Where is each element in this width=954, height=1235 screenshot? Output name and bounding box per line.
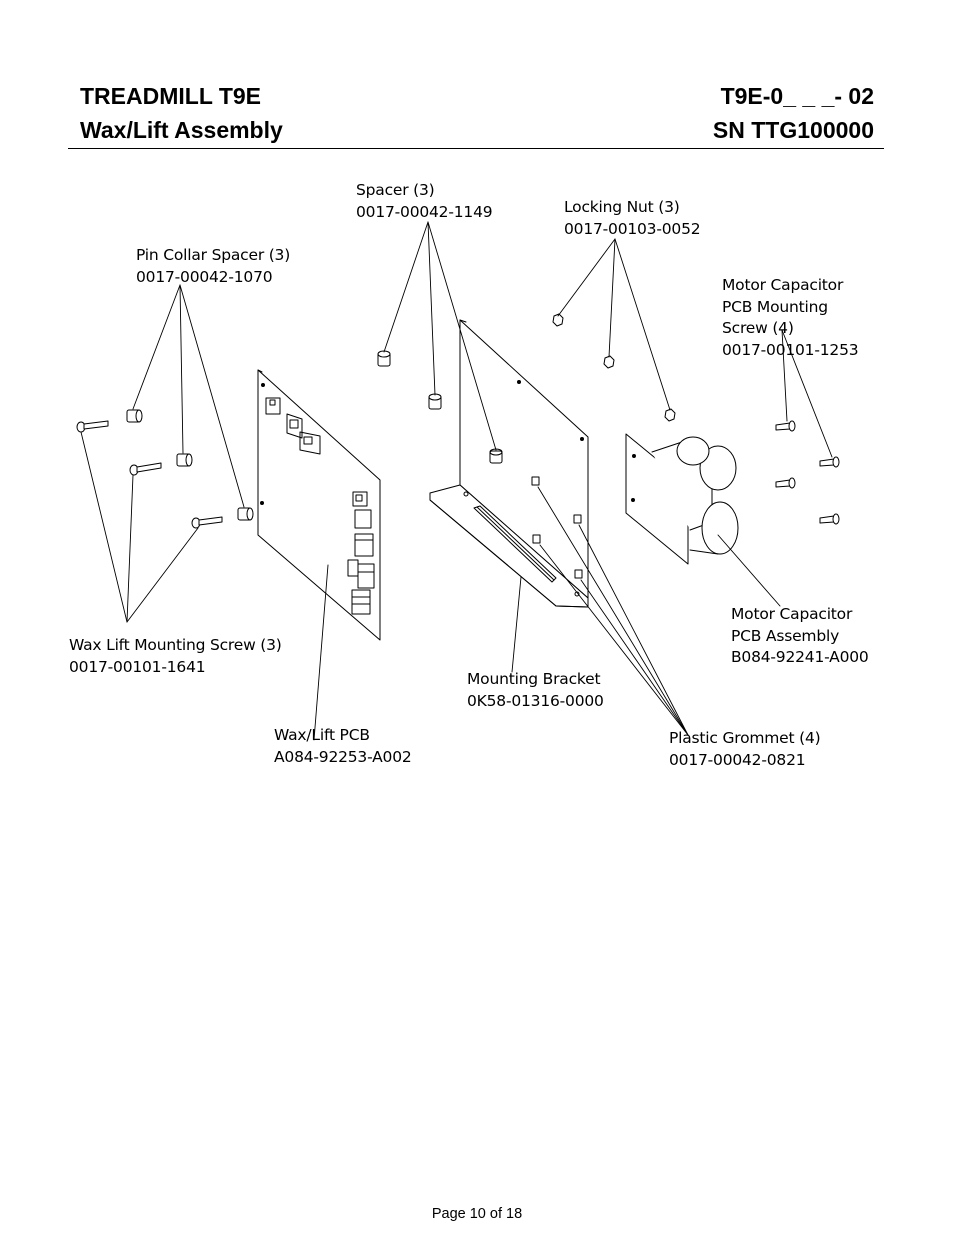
callout-locking-nut-name: Locking Nut (3) — [564, 198, 680, 216]
callout-spacer: Spacer (3) 0017-00042-1149 — [356, 180, 493, 223]
leader-lines — [80, 221, 833, 741]
callout-spacer-part: 0017-00042-1149 — [356, 202, 493, 221]
callout-motor-cap-pcb-line2: PCB Assembly — [731, 626, 840, 645]
callout-motor-cap-pcb-part: B084-92241-A000 — [731, 648, 869, 666]
page-number: Page 10 of 18 — [431, 1206, 523, 1222]
callout-wax-lift-screw-part: 0017-00101-1641 — [69, 657, 206, 676]
callout-wax-lift-pcb: Wax/Lift PCB A084-92253-A002 — [274, 725, 412, 768]
callout-wax-lift-pcb-name: Wax/Lift PCB — [274, 726, 370, 744]
page-title: TREADMILL T9E — [80, 83, 262, 109]
callout-wax-lift-screw-name: Wax Lift Mounting Screw (3) — [69, 636, 282, 654]
callout-plastic-grommet-part: 0017-00042-0821 — [669, 750, 806, 769]
serial-number: SN TTG100000 — [712, 117, 874, 143]
callout-locking-nut-part: 0017-00103-0052 — [564, 219, 701, 238]
motor-cap-screws-drawing — [775, 420, 840, 525]
callout-motor-cap-pcb: Motor Capacitor PCB Assembly B084-92241-… — [731, 604, 869, 669]
callout-motor-cap-screw-line1: Motor Capacitor — [722, 276, 844, 294]
callout-motor-cap-screw-part: 0017-00101-1253 — [722, 340, 859, 359]
callout-motor-cap-pcb-line1: Motor Capacitor — [731, 605, 853, 623]
spacers-drawing — [377, 350, 442, 410]
callout-mounting-bracket-part: 0K58-01316-0000 — [467, 691, 604, 710]
callout-motor-cap-screw: Motor Capacitor PCB Mounting Screw (4) 0… — [722, 275, 859, 361]
callout-plastic-grommet: Plastic Grommet (4) 0017-00042-0821 — [669, 728, 821, 771]
callout-pin-collar-spacer-name: Pin Collar Spacer (3) — [136, 246, 291, 264]
locking-nuts-drawing — [552, 313, 676, 422]
model-number: T9E-0_ _ _- 02 — [720, 83, 874, 109]
callout-motor-cap-screw-line3: Screw (4) — [722, 319, 794, 337]
wax-lift-screws-drawing — [76, 420, 223, 529]
callout-mounting-bracket-name: Mounting Bracket — [467, 670, 601, 688]
callout-wax-lift-screw: Wax Lift Mounting Screw (3) 0017-00101-1… — [69, 635, 282, 678]
wax-lift-pcb-drawing — [257, 369, 381, 641]
callout-pin-collar-spacer: Pin Collar Spacer (3) 0017-00042-1070 — [136, 245, 290, 288]
pin-collar-spacers-drawing — [126, 409, 254, 521]
callout-spacer-name: Spacer (3) — [356, 181, 435, 199]
callout-motor-cap-screw-line2: PCB Mounting — [722, 297, 828, 316]
header-rule — [68, 148, 884, 149]
callout-pin-collar-spacer-part: 0017-00042-1070 — [136, 267, 273, 286]
page-subtitle: Wax/Lift Assembly — [80, 117, 283, 143]
callout-mounting-bracket: Mounting Bracket 0K58-01316-0000 — [467, 669, 604, 712]
callout-plastic-grommet-name: Plastic Grommet (4) — [669, 729, 821, 747]
mounting-bracket-drawing — [429, 319, 589, 608]
motor-capacitor-pcb-drawing — [625, 433, 739, 565]
callout-wax-lift-pcb-part: A084-92253-A002 — [274, 747, 412, 766]
callout-locking-nut: Locking Nut (3) 0017-00103-0052 — [564, 197, 701, 240]
